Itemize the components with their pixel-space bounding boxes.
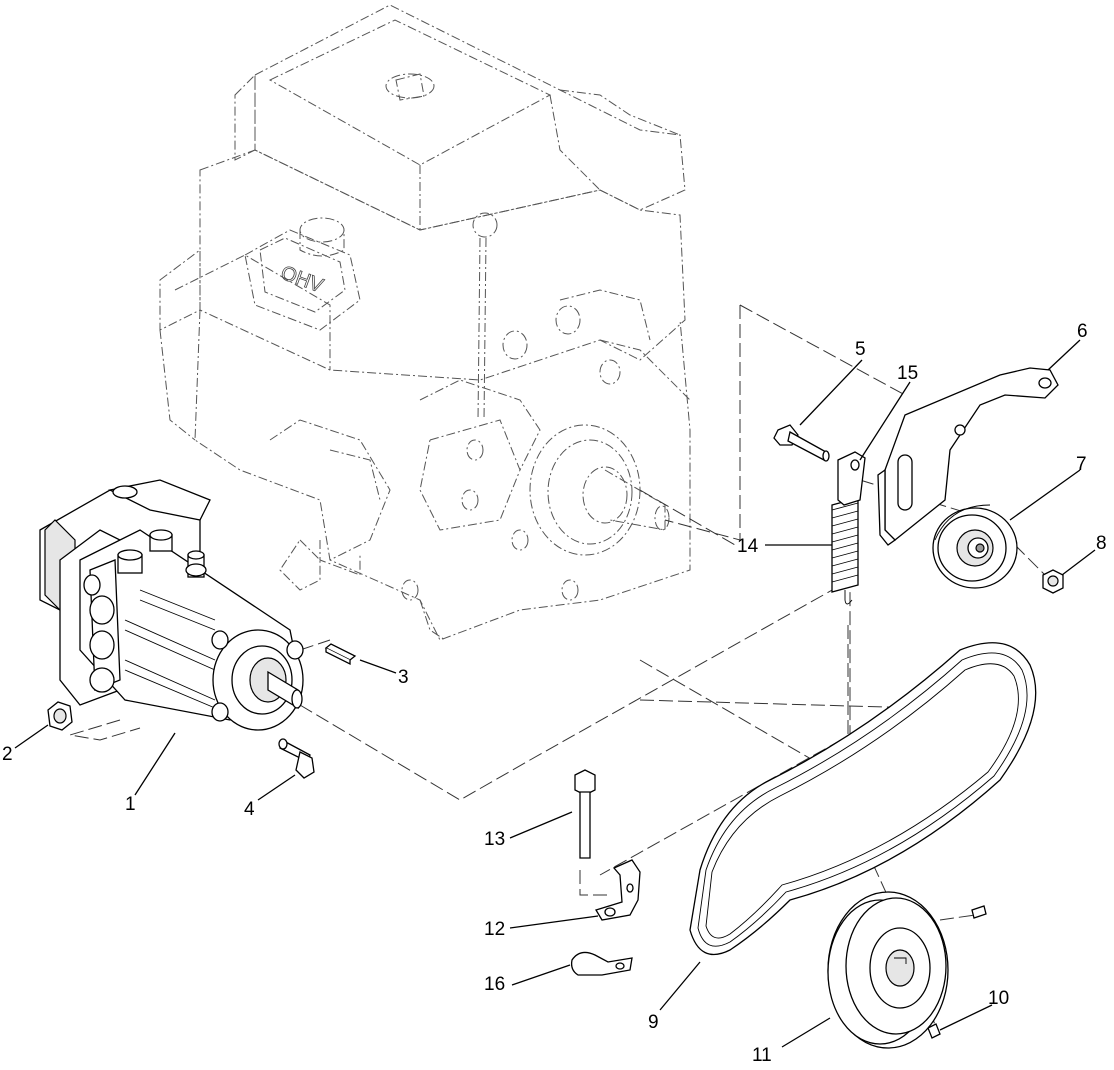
callout-15: 15 (897, 363, 918, 384)
callout-labels: 1 2 3 4 5 6 7 8 9 10 11 12 13 14 15 16 (2, 321, 1107, 1066)
extension-spring (831, 484, 859, 605)
idler-arm (877, 367, 1059, 546)
callout-3: 3 (398, 667, 409, 688)
idler-pivot-bolt (773, 424, 830, 462)
leader-lines (14, 339, 1096, 1048)
idler-nut (1042, 569, 1064, 594)
bracket-bolt (574, 769, 596, 859)
set-screw (927, 905, 987, 1039)
shaft-key (324, 643, 357, 666)
callout-12: 12 (484, 919, 505, 940)
callout-7: 7 (1076, 454, 1087, 475)
callout-11: 11 (752, 1045, 772, 1066)
callout-6: 6 (1077, 321, 1088, 342)
callout-13: 13 (484, 829, 505, 850)
pump-mount-nut (47, 701, 73, 731)
callout-1: 1 (125, 794, 136, 815)
callout-4: 4 (244, 799, 255, 820)
callout-10: 10 (988, 988, 1009, 1009)
pump-bolt (278, 738, 315, 779)
drive-pulley (827, 891, 949, 1049)
belt-guide-bracket (595, 859, 641, 921)
ohv-marking: OHV (278, 262, 327, 298)
callout-14: 14 (737, 536, 759, 557)
callout-16: 16 (484, 974, 505, 995)
engine-phantom-outline (159, 4, 691, 641)
callout-5: 5 (855, 339, 866, 360)
hydrostatic-pump (39, 479, 304, 731)
drive-belt (689, 642, 1037, 956)
spring-anchor (837, 451, 866, 506)
callout-8: 8 (1096, 533, 1107, 554)
callout-2: 2 (2, 744, 13, 765)
callout-9: 9 (648, 1012, 659, 1033)
idler-pulley (932, 504, 1018, 589)
belt-clamp (570, 951, 633, 976)
